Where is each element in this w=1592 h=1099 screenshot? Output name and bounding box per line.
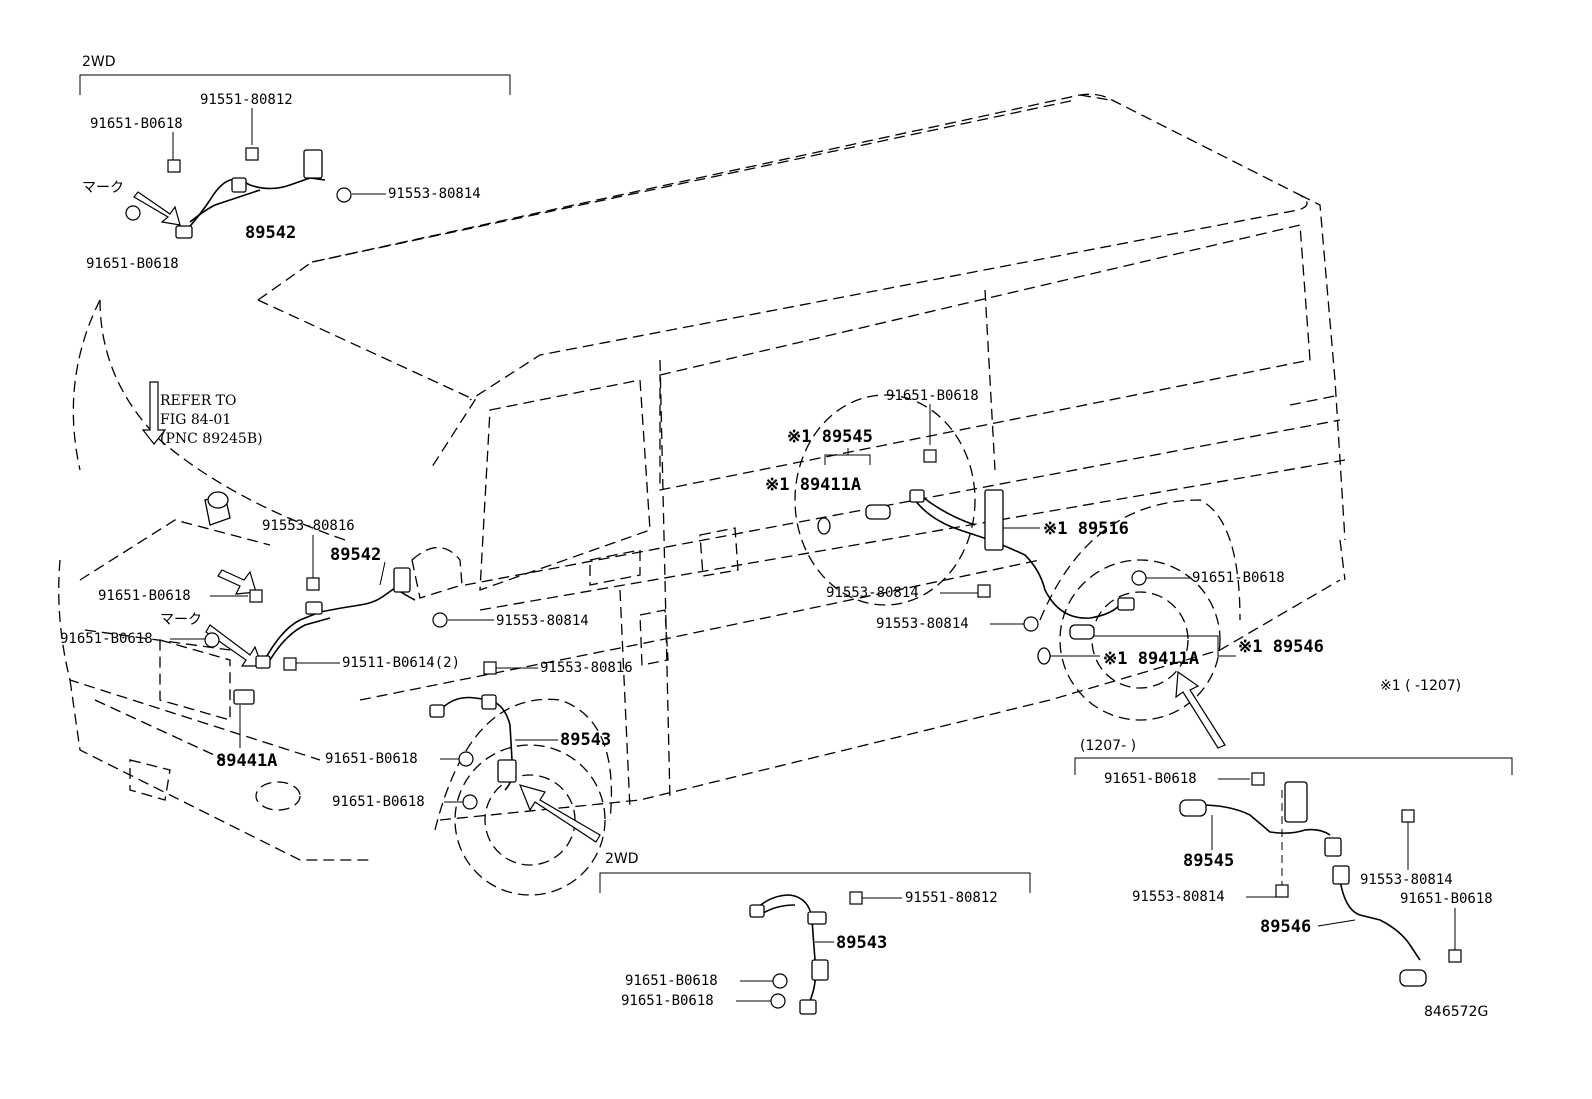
part-label-91651-b0618-top-a: 91651-B0618 (90, 116, 183, 132)
part-label-91553-80814-new-b: 91553-80814 (1132, 889, 1225, 905)
group-2wd-top: 2WD 91551-80812 91651-B0618 マーク 91553-80… (79, 54, 511, 272)
part-label-91553-80814-front: 91553-80814 (496, 613, 589, 629)
part-label-91651-b0618-rear-top: 91651-B0618 (886, 388, 979, 404)
part-label-89546-new: 89546 (1260, 917, 1311, 937)
bolt-icon (923, 449, 1147, 632)
part-label-91651-b0618-bottom-a: 91651-B0618 (625, 973, 718, 989)
part-label-89542-top: 89542 (245, 223, 296, 243)
part-label-91553-80814-rear-a: 91553-80814 (826, 585, 919, 601)
group-2wd-bottom-title: 2WD (605, 851, 639, 867)
bolt-icon (125, 147, 352, 221)
van-outline (58, 93, 1346, 896)
part-label-91651-b0618-new-a: 91651-B0618 (1104, 771, 1197, 787)
part-label-89545-new: 89545 (1183, 851, 1234, 871)
part-label-91551-80812-top: 91551-80812 (200, 92, 293, 108)
front-arrow-icon-c (518, 784, 601, 843)
bolt-icon (770, 891, 863, 1009)
part-label-91553-80814-new-a: 91553-80814 (1360, 872, 1453, 888)
part-label-91651-b0618-new-b: 91651-B0618 (1400, 891, 1493, 907)
part-label-91651-b0618-top-b: 91651-B0618 (86, 256, 179, 272)
part-label-89411a-rear-b: ※1 89411A (1103, 649, 1199, 669)
mark-label-front: マーク (160, 612, 202, 628)
front-sensor-group: 91553-80816 89542 91651-B0618 マーク 91553-… (60, 518, 633, 843)
group-2wd-bottom: 2WD 91551-80812 89543 91651-B0618 91651-… (599, 851, 1031, 1015)
part-label-91553-80816-front: 91553-80816 (262, 518, 355, 534)
part-label-89516: ※1 89516 (1043, 519, 1129, 539)
part-label-89543-bottom: 89543 (836, 933, 887, 953)
bolt-icon (1251, 772, 1462, 963)
part-label-91651-b0618-front-a: 91651-B0618 (98, 588, 191, 604)
mark-arrow-icon-top (133, 191, 181, 226)
part-label-91651-b0618-front-c: 91651-B0618 (325, 751, 418, 767)
part-label-89411a-rear-a: ※1 89411A (765, 475, 861, 495)
part-label-89545-rear: ※1 89545 (787, 427, 873, 447)
rear-sensor-group: 91651-B0618 ※1 89545 ※1 89411A ※1 89516 … (765, 388, 1324, 749)
group-1207-new: (1207- ) 91651-B0618 89545 91553-80814 9… (1074, 738, 1513, 987)
rear-arrow-icon (1175, 670, 1226, 749)
part-label-91553-80814-rear-b: 91553-80814 (876, 616, 969, 632)
refer-line-3: (PNC 89245B) (160, 431, 263, 447)
mark-label-top: マーク (82, 180, 124, 196)
part-label-89546-rear: ※1 89546 (1238, 637, 1324, 657)
part-label-91651-b0618-rear-b: 91651-B0618 (1192, 570, 1285, 586)
part-label-91511-b0614: 91511-B0614(2) (342, 655, 460, 671)
range-new-title: (1207- ) (1080, 738, 1136, 754)
refer-arrow-icon (141, 381, 167, 445)
part-label-89543-front: 89543 (560, 730, 611, 750)
part-label-89542-front: 89542 (330, 545, 381, 565)
front-arrow-icon-a (217, 569, 257, 595)
part-label-91553-80816-front-b: 91553-80816 (540, 660, 633, 676)
group-2wd-top-title: 2WD (82, 54, 116, 70)
figure-code: 846572G (1424, 1004, 1488, 1020)
part-label-89441a: 89441A (216, 751, 277, 771)
part-label-91551-80812-bottom: 91551-80812 (905, 890, 998, 906)
refer-line-1: REFER TO (160, 393, 237, 409)
note-range: ※1 ( -1207) (1380, 678, 1461, 694)
part-label-91651-b0618-front-b: 91651-B0618 (60, 631, 153, 647)
part-label-91651-b0618-bottom-b: 91651-B0618 (621, 993, 714, 1009)
refer-note: REFER TO FIG 84-01 (PNC 89245B) (141, 381, 263, 526)
bolt-icon (204, 577, 497, 810)
part-label-91553-80814-top: 91553-80814 (388, 186, 481, 202)
refer-line-2: FIG 84-01 (160, 412, 231, 428)
part-label-91651-b0618-front-d: 91651-B0618 (332, 794, 425, 810)
